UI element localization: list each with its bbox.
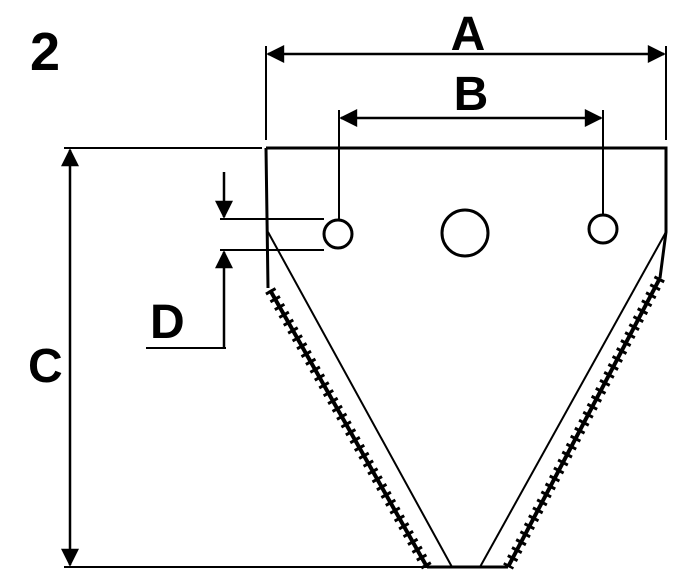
left-bevel-line [267, 231, 453, 568]
center-bolt-hole [440, 208, 490, 258]
dimension-label-c: C [28, 340, 63, 393]
figure-number: 2 [30, 22, 60, 82]
dimension-label-b: B [454, 68, 489, 121]
dimension-a: A [265, 8, 667, 140]
dimension-b: B [338, 68, 604, 220]
right-bevel-line [479, 231, 667, 568]
left-serrated-edge [268, 289, 429, 568]
left-rivet-hole [322, 218, 354, 250]
dimension-label-d: D [150, 296, 185, 349]
knife-section-body [264, 146, 668, 570]
dimension-label-a: A [451, 8, 486, 61]
right-rivet-hole [587, 213, 619, 245]
dimension-c: C [28, 147, 427, 568]
right-serration-teeth [503, 275, 665, 570]
dimension-d: D [146, 172, 324, 349]
